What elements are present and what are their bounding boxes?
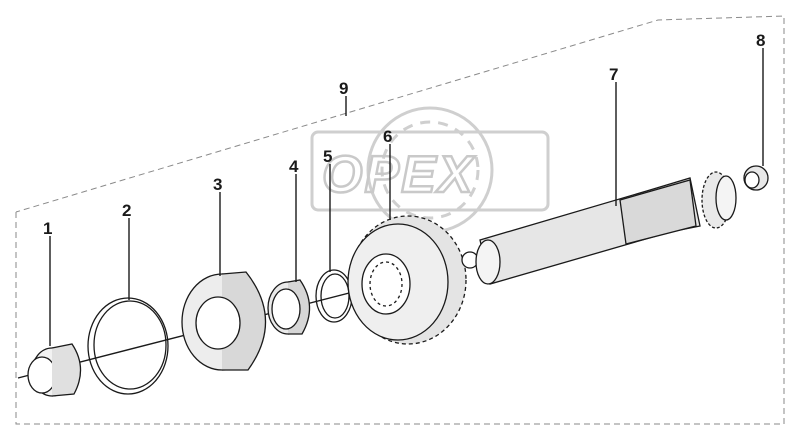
part-gear <box>347 215 467 345</box>
assembly-boundary <box>15 15 785 425</box>
part-shaft <box>461 171 737 285</box>
callout-9: 9 <box>339 79 348 98</box>
callout-labels: 1 2 3 4 5 6 7 8 9 <box>43 31 765 238</box>
part-snap-ring <box>87 297 169 395</box>
part-retaining-ring <box>315 269 353 323</box>
part-bearing <box>181 271 267 371</box>
callout-8: 8 <box>756 31 765 50</box>
watermark-text: OPEX <box>322 146 476 204</box>
callout-3: 3 <box>213 175 222 194</box>
leader-lines <box>49 48 764 346</box>
callout-1: 1 <box>43 219 52 238</box>
callout-7: 7 <box>609 65 618 84</box>
part-seal <box>27 343 82 397</box>
callout-4: 4 <box>289 157 299 176</box>
part-bushing <box>267 279 311 335</box>
watermark-logo: OPEX <box>310 106 550 234</box>
callout-6: 6 <box>383 127 392 146</box>
callout-5: 5 <box>323 147 332 166</box>
callout-2: 2 <box>122 201 131 220</box>
part-needle-bearing <box>743 165 769 191</box>
